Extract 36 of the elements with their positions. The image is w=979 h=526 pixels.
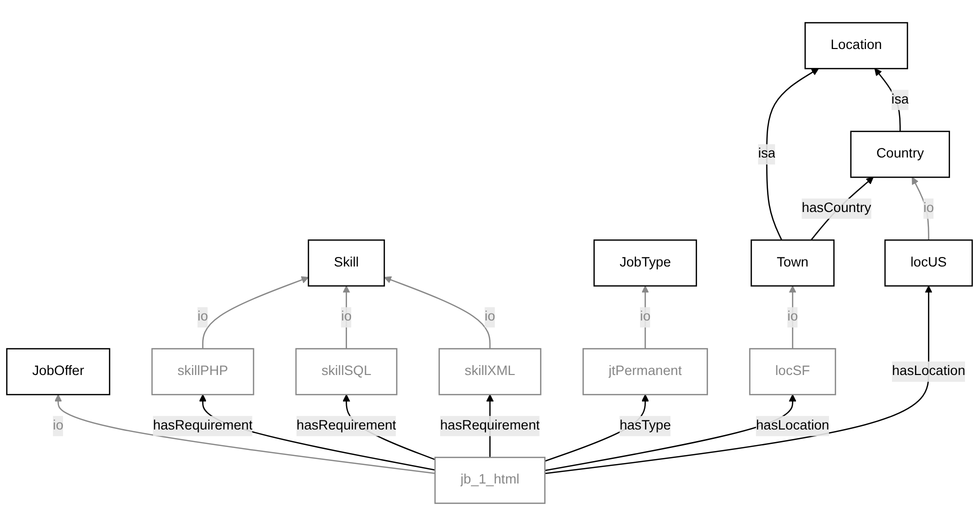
edge-label: hasType <box>620 418 671 433</box>
arrow <box>342 286 350 349</box>
node-box: JobType <box>593 239 698 287</box>
edge-label: hasRequirement <box>152 418 253 433</box>
edge-label: io <box>640 310 651 324</box>
node-box: JobOffer <box>6 348 110 396</box>
node-box: skillXML <box>438 348 542 396</box>
edge-label: isa <box>891 92 909 107</box>
edge-label: io <box>923 201 934 216</box>
edge-label: hasLocation <box>892 364 966 378</box>
node-box: Skill <box>308 239 385 287</box>
node-box: skillPHP <box>151 348 254 396</box>
edge-label: io <box>341 310 352 324</box>
edge-label: hasRequirement <box>296 418 396 433</box>
node-box: jtPermanent <box>582 348 708 396</box>
node-box: skillSQL <box>295 348 398 396</box>
edge-label: isa <box>758 146 776 162</box>
node-box: Location <box>804 22 908 70</box>
edge-label: io <box>52 418 64 433</box>
node-box: locSF <box>749 348 836 396</box>
arrow <box>384 276 491 349</box>
arrow <box>912 176 930 240</box>
arrow <box>202 276 309 349</box>
edge-label: hasRequirement <box>440 418 540 433</box>
node-box: locUS <box>884 239 973 287</box>
edge-label: io <box>484 310 496 324</box>
arrow <box>788 286 796 349</box>
edge-label: hasCountry <box>802 201 872 216</box>
edge-label: io <box>787 310 798 324</box>
edge-label: hasLocation <box>756 418 830 433</box>
arrow <box>766 68 819 240</box>
node-box: Country <box>850 130 950 178</box>
node-box: jb_1_html <box>434 456 546 504</box>
arrow <box>642 286 649 349</box>
edge-label: io <box>198 310 208 324</box>
node-box: Town <box>750 239 835 287</box>
